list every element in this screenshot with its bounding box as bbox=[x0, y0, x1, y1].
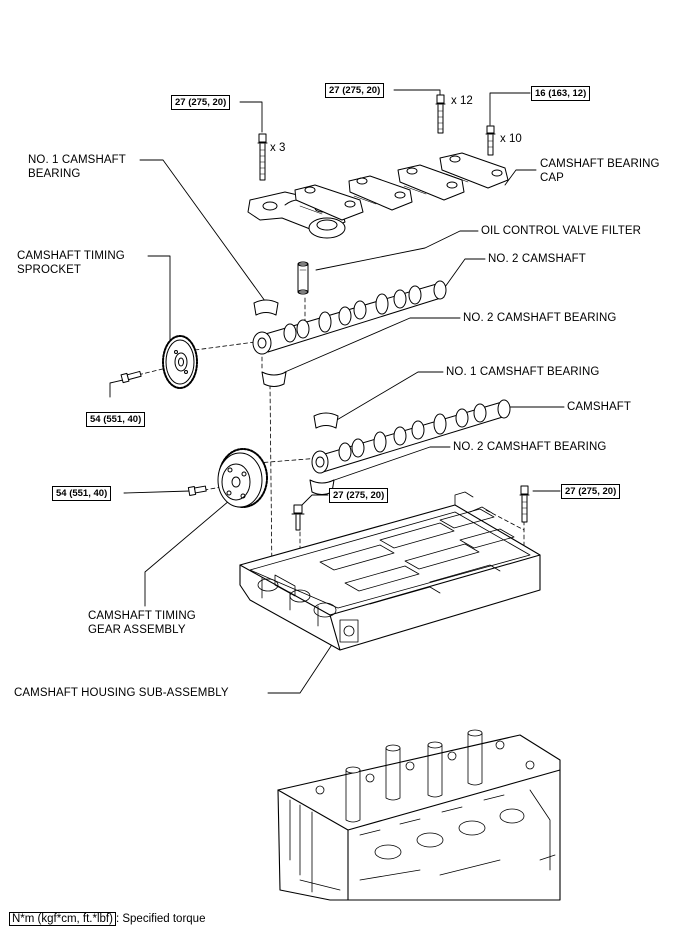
torque-box-bearing-cap-bolt-x10: 16 (163, 12) bbox=[531, 86, 591, 101]
label-no1-camshaft-bearing-top: NO. 1 CAMSHAFT BEARING bbox=[28, 154, 126, 180]
torque-box-housing-bolt-right: 27 (275, 20) bbox=[561, 484, 621, 499]
bearing-caps bbox=[247, 152, 509, 239]
timing-gear-assembly-part bbox=[217, 448, 268, 508]
cylinder-head-part bbox=[277, 729, 561, 901]
label-camshaft-timing-gear-assembly: CAMSHAFT TIMING GEAR ASSEMBLY bbox=[88, 610, 196, 636]
legend-text: : Specified torque bbox=[115, 913, 206, 925]
label-oil-control-valve-filter: OIL CONTROL VALVE FILTER bbox=[481, 225, 642, 237]
label-camshaft-housing-sub-assembly: CAMSHAFT HOUSING SUB-ASSEMBLY bbox=[14, 687, 229, 699]
label-camshaft: CAMSHAFT bbox=[567, 401, 632, 413]
label-no2-camshaft: NO. 2 CAMSHAFT bbox=[488, 253, 586, 265]
torque-box-bearing-cap-bolt-x12: 27 (275, 20) bbox=[325, 83, 385, 98]
no2-camshaft-part bbox=[252, 280, 447, 355]
camshaft-part bbox=[311, 399, 511, 474]
torque-legend: N*m (kgf*cm, ft.*lbf): Specified torque bbox=[9, 912, 205, 926]
bolts bbox=[120, 94, 530, 531]
label-no2-camshaft-bearing-mid: NO. 2 CAMSHAFT BEARING bbox=[453, 441, 607, 453]
label-camshaft-bearing-cap: CAMSHAFT BEARING CAP bbox=[540, 158, 660, 184]
leader-lines bbox=[109, 89, 565, 694]
torque-box-gear-bolt: 54 (551, 40) bbox=[52, 486, 112, 501]
legend-unit-box: N*m (kgf*cm, ft.*lbf) bbox=[9, 912, 116, 926]
label-no1-camshaft-bearing-mid: NO. 1 CAMSHAFT BEARING bbox=[446, 366, 600, 378]
timing-sprocket-part bbox=[162, 335, 198, 389]
oil-control-valve-filter-part bbox=[297, 261, 309, 295]
camshaft-housing-part bbox=[239, 491, 541, 651]
torque-box-sprocket-bolt: 54 (551, 40) bbox=[86, 412, 146, 427]
quantity-x12: x 12 bbox=[451, 95, 473, 107]
torque-box-bearing-cap-bolt-x3: 27 (275, 20) bbox=[171, 95, 231, 110]
label-no2-camshaft-bearing-top: NO. 2 CAMSHAFT BEARING bbox=[463, 312, 617, 324]
label-camshaft-timing-sprocket: CAMSHAFT TIMING SPROCKET bbox=[17, 250, 125, 276]
quantity-x10: x 10 bbox=[500, 133, 522, 145]
quantity-x3: x 3 bbox=[270, 142, 286, 154]
torque-box-housing-bolt-left: 27 (275, 20) bbox=[329, 488, 389, 503]
bearing-shells bbox=[253, 299, 339, 495]
